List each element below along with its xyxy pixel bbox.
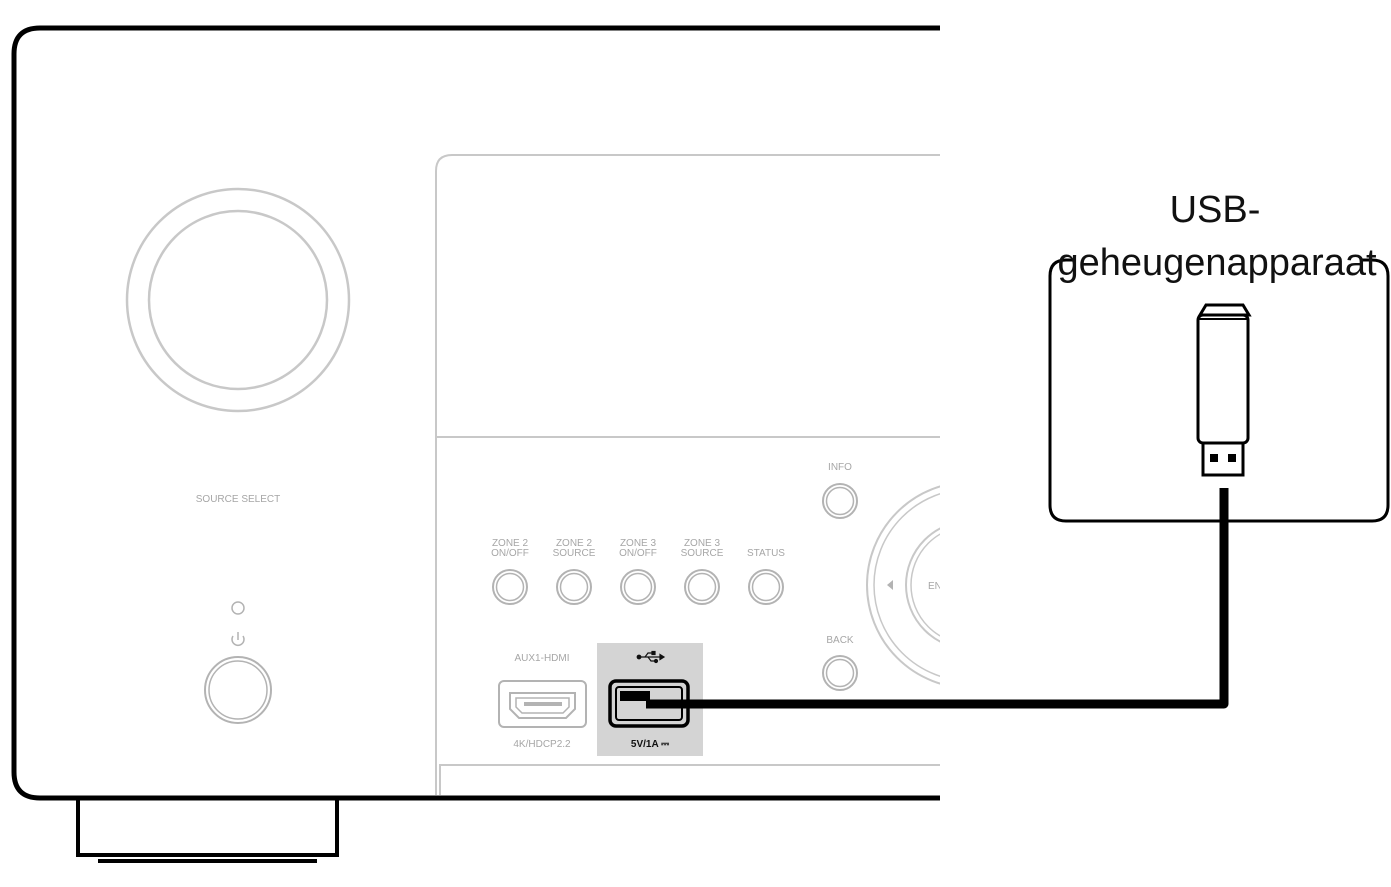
zone3-onoff-button[interactable]: ZONE 3 ON/OFF	[619, 538, 657, 605]
zone-button-label-line2: SOURCE	[681, 548, 724, 559]
hdmi-port	[498, 680, 587, 728]
zone3-source-button[interactable]: ZONE 3 SOURCE	[681, 538, 724, 605]
status-button[interactable]: STATUS	[747, 548, 785, 605]
status-button-label: STATUS	[747, 548, 785, 559]
receiver-body-outline	[11, 25, 940, 801]
power-button-inner	[208, 660, 268, 720]
zone2-source-button[interactable]: ZONE 2 SOURCE	[553, 538, 596, 605]
zone-button-label-line2: SOURCE	[553, 548, 596, 559]
back-label: BACK	[826, 635, 854, 646]
back-button[interactable]	[822, 655, 858, 691]
receiver-foot	[76, 798, 339, 857]
left-arrow-icon	[887, 580, 893, 590]
cursor-dial[interactable]: EN	[866, 482, 1073, 688]
source-select-knob-inner	[147, 209, 329, 391]
standby-indicator	[231, 601, 245, 615]
enter-label: EN	[928, 581, 942, 592]
power-icon	[231, 632, 245, 646]
display-panel-frame	[435, 154, 940, 795]
aux-hdmi-label: AUX1-HDMI	[514, 653, 569, 664]
enter-button[interactable]	[905, 521, 1034, 649]
callout-box	[1048, 258, 1390, 523]
callout-title-line2: geheugenapparaat	[1057, 242, 1377, 284]
zone-button-label-line1: ZONE 2	[556, 538, 593, 549]
info-button[interactable]	[822, 483, 858, 519]
usb-rating-label: 5V/1A ⎓	[631, 739, 669, 750]
zone-button-group: ZONE 2 ON/OFF ZONE 2 SOURCE ZONE 3 ON/OF…	[491, 538, 785, 605]
usb-cable	[646, 488, 1229, 709]
zone-button-label-line1: ZONE 2	[492, 538, 529, 549]
info-button-inner	[825, 486, 855, 516]
zone-button-label-line2: ON/OFF	[619, 548, 657, 559]
usb-memory-stick-icon	[1196, 303, 1252, 477]
back-button-inner	[825, 658, 855, 688]
lower-panel-frame	[439, 764, 940, 795]
source-select-label: SOURCE SELECT	[196, 494, 280, 505]
source-select-knob-outer[interactable]	[125, 187, 351, 413]
power-button-outer[interactable]	[204, 656, 272, 724]
zone-button-label-line2: ON/OFF	[491, 548, 529, 559]
zone2-onoff-button[interactable]: ZONE 2 ON/OFF	[491, 538, 529, 605]
zone-button-label-line1: ZONE 3	[620, 538, 657, 549]
info-label: INFO	[828, 462, 852, 473]
zone-button-label-line1: ZONE 3	[684, 538, 721, 549]
callout-title-line1: USB-	[1170, 189, 1261, 231]
usb-icon	[636, 650, 666, 664]
hdcp-label: 4K/HDCP2.2	[513, 739, 571, 750]
